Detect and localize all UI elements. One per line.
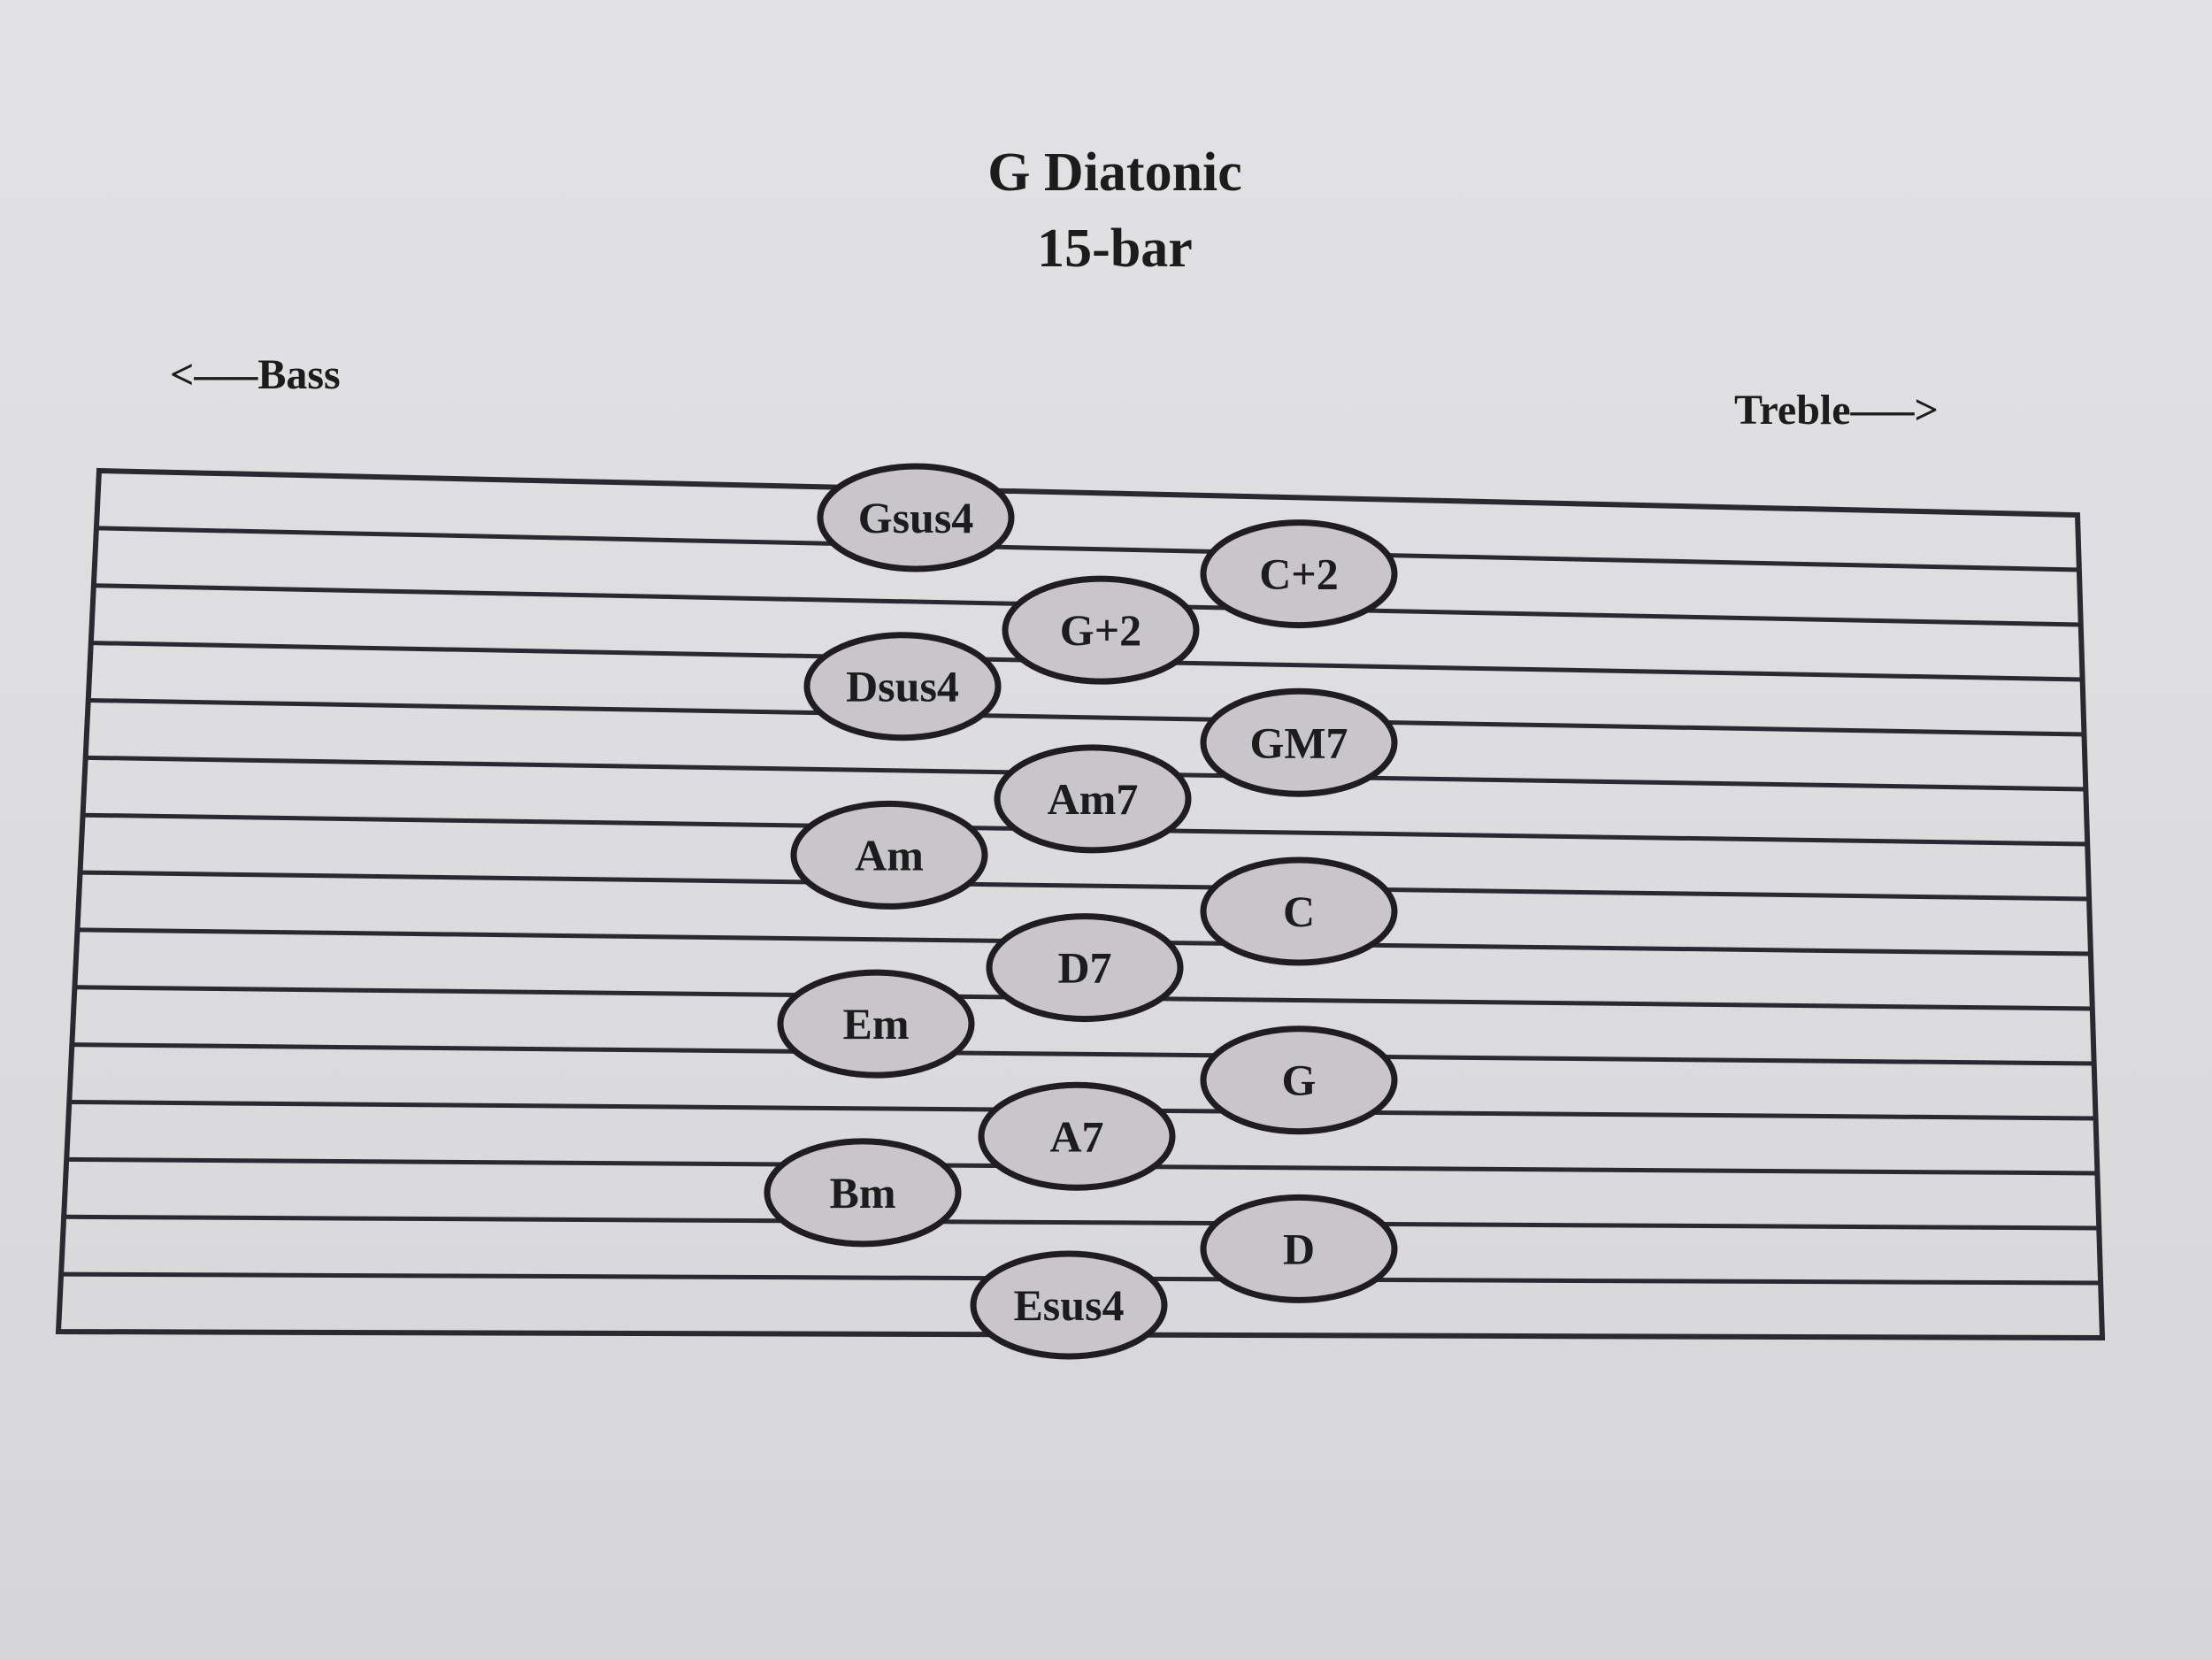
chord-button-shape [1002,575,1200,685]
bar-line [72,1042,2094,1066]
bar-line [88,697,2085,737]
chord-button-label: G+2 [1060,605,1141,655]
chord-button-shape [764,1138,962,1248]
chord-button-label: A7 [1049,1111,1103,1161]
chord-button-label: G [1282,1056,1317,1105]
title-line-key: G Diatonic [987,142,1242,203]
chord-button-shape [1200,1025,1398,1135]
title-line-bars: 15-bar [1037,219,1193,279]
chord-button-label: Dsus4 [846,662,959,711]
chord-button-shape [978,1081,1176,1191]
chord-button-gsus4[interactable]: Gsus4 [817,463,1015,572]
chord-button-am7[interactable]: Am7 [994,744,1192,854]
chord-button-am[interactable]: Am [790,800,988,910]
chord-button-g-2[interactable]: G+2 [1002,575,1200,685]
chord-button-d7[interactable]: D7 [986,913,1184,1023]
treble-direction-label: Treble–––> [1734,387,1939,434]
chord-button-label: Esus4 [1013,1280,1124,1330]
chord-button-shape [777,969,975,1079]
chord-button-c-2[interactable]: C+2 [1200,519,1398,629]
chord-button-label: C [1283,887,1315,936]
chord-button-shape [970,1250,1168,1360]
chord-button-d[interactable]: D [1200,1194,1398,1303]
chord-button-shape [986,913,1184,1023]
chord-button-label: Em [843,999,910,1048]
chord-button-shape [790,800,988,910]
chord-button-label: D [1283,1224,1315,1273]
chord-button-g[interactable]: G [1200,1025,1398,1135]
chord-button-label: GM7 [1249,718,1348,767]
chord-button-bm[interactable]: Bm [764,1138,962,1248]
chord-button-a7[interactable]: A7 [978,1081,1176,1191]
chord-button-shape [1200,1194,1398,1303]
chord-button-shape [803,632,1002,741]
chord-button-esus4[interactable]: Esus4 [970,1250,1168,1360]
bar-line [64,1214,2100,1231]
chord-button-shape [817,463,1015,572]
chord-button-shape [1200,687,1398,797]
bar-line [96,526,2079,572]
bar-line [80,870,2090,902]
chord-button-label: D7 [1057,943,1111,993]
chord-button-shape [1200,856,1398,966]
chord-button-em[interactable]: Em [777,969,975,1079]
chord-button-label: Am7 [1048,774,1139,824]
chord-button-label: Gsus4 [858,493,974,542]
chord-button-label: C+2 [1259,549,1339,599]
chord-button-gm7[interactable]: GM7 [1200,687,1398,797]
bass-direction-label: <–––Bass [170,351,341,398]
chord-button-shape [1200,519,1398,629]
chord-button-shape [994,744,1192,854]
chord-button-c[interactable]: C [1200,856,1398,966]
chord-button-label: Bm [830,1168,896,1217]
chord-button-dsus4[interactable]: Dsus4 [803,632,1002,741]
chord-button-label: Am [855,830,924,879]
